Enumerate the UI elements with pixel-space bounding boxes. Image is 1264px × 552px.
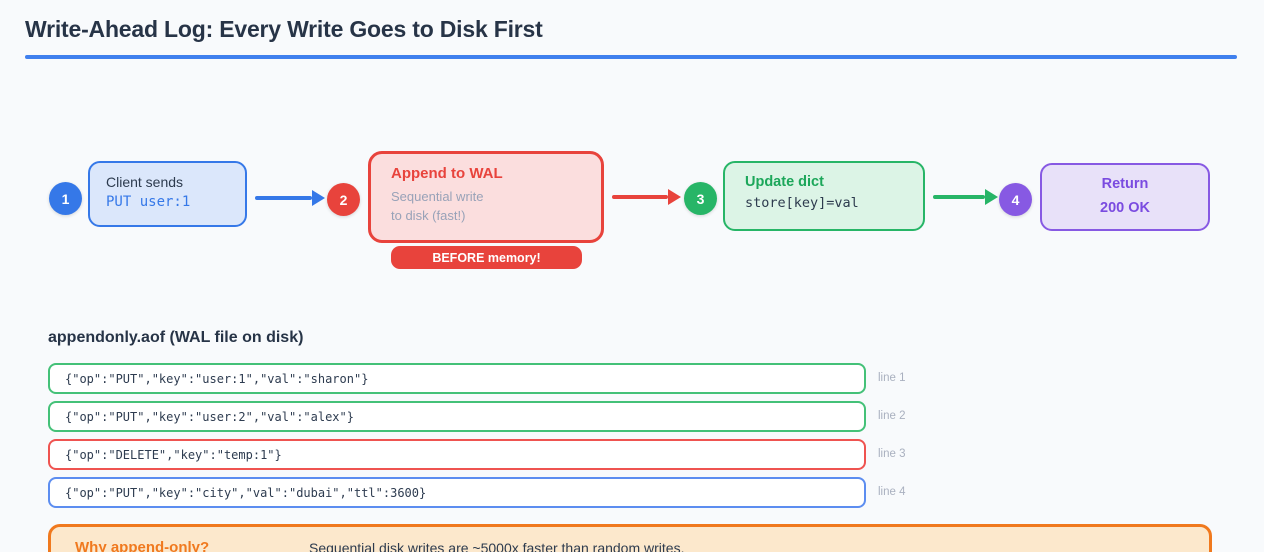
arrow-right-icon [612,189,681,205]
arrow-right-icon [255,190,325,206]
page-title: Write-Ahead Log: Every Write Goes to Dis… [25,16,543,42]
arrow-head [668,189,681,205]
flow-box-append-to-wal: Append to WAL Sequential write to disk (… [368,151,604,243]
flow-box-3-code: store[key]=val [745,195,859,211]
flow-box-2-subtitle-2: to disk (fast!) [391,207,466,223]
title-underline [25,55,1237,59]
flow-box-4-title: Return [1101,176,1149,193]
wal-entry-3-label: line 3 [878,448,906,460]
wal-entry-1: {"op":"PUT","key":"user:1","val":"sharon… [48,363,866,394]
flow-box-2-subtitle-1: Sequential write [391,189,484,204]
wal-entry-2-label: line 2 [878,410,906,422]
wal-entry-4: {"op":"PUT","key":"city","val":"dubai","… [48,477,866,508]
arrow-shaft [612,195,668,199]
flow-box-3-title: Update dict [745,174,824,190]
why-append-only-note: Why append-only? Sequential disk writes … [48,524,1212,552]
step-4-badge: 4 [999,183,1032,216]
arrow-right-icon [933,189,998,205]
arrow-shaft [255,196,312,200]
arrow-shaft [933,195,985,199]
wal-entry-1-label: line 1 [878,372,906,384]
flow-box-4-code: 200 OK [1100,200,1150,216]
flow-box-1-code: PUT user:1 [106,194,191,210]
arrow-head [312,190,325,206]
flow-box-update-dict: Update dict store[key]=val [723,161,925,231]
step-3-badge: 3 [684,182,717,215]
flow-box-2-title: Append to WAL [391,165,503,182]
step-2-badge: 2 [327,183,360,216]
flow-box-client-sends: Client sends PUT user:1 [88,161,247,227]
note-label: Why append-only? [75,539,210,552]
before-memory-badge: BEFORE memory! [391,246,582,269]
step-1-badge: 1 [49,182,82,215]
wal-entry-3: {"op":"DELETE","key":"temp:1"} [48,439,866,470]
flow-box-1-title: Client sends [106,174,184,190]
arrow-head [985,189,998,205]
wal-entry-2: {"op":"PUT","key":"user:2","val":"alex"} [48,401,866,432]
note-text: Sequential disk writes are ~5000x faster… [309,540,685,552]
flow-box-return: Return 200 OK [1040,163,1210,231]
wal-entry-4-label: line 4 [878,486,906,498]
wal-file-heading: appendonly.aof (WAL file on disk) [48,329,304,346]
